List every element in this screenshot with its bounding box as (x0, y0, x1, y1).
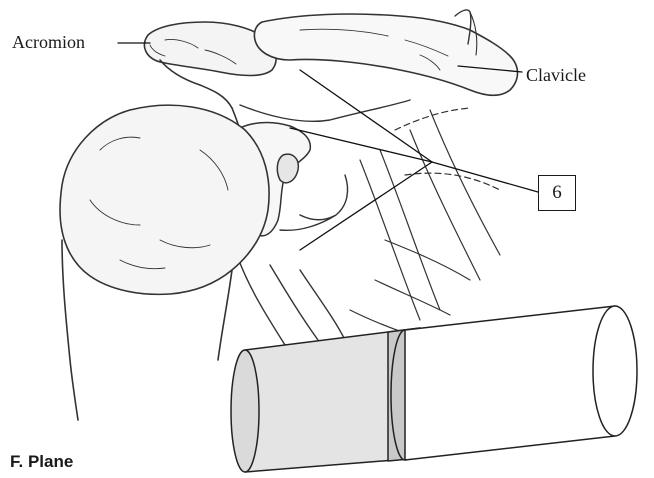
rib-cage (350, 108, 500, 338)
panel-caption: F. Plane (10, 452, 73, 472)
clavicle-bone (254, 10, 517, 95)
acromion-label: Acromion (12, 33, 85, 51)
ultrasound-transducer (231, 306, 637, 472)
clavicle-label: Clavicle (526, 66, 586, 84)
callout-number: 6 (552, 182, 562, 204)
callout-number-box: 6 (538, 175, 576, 211)
